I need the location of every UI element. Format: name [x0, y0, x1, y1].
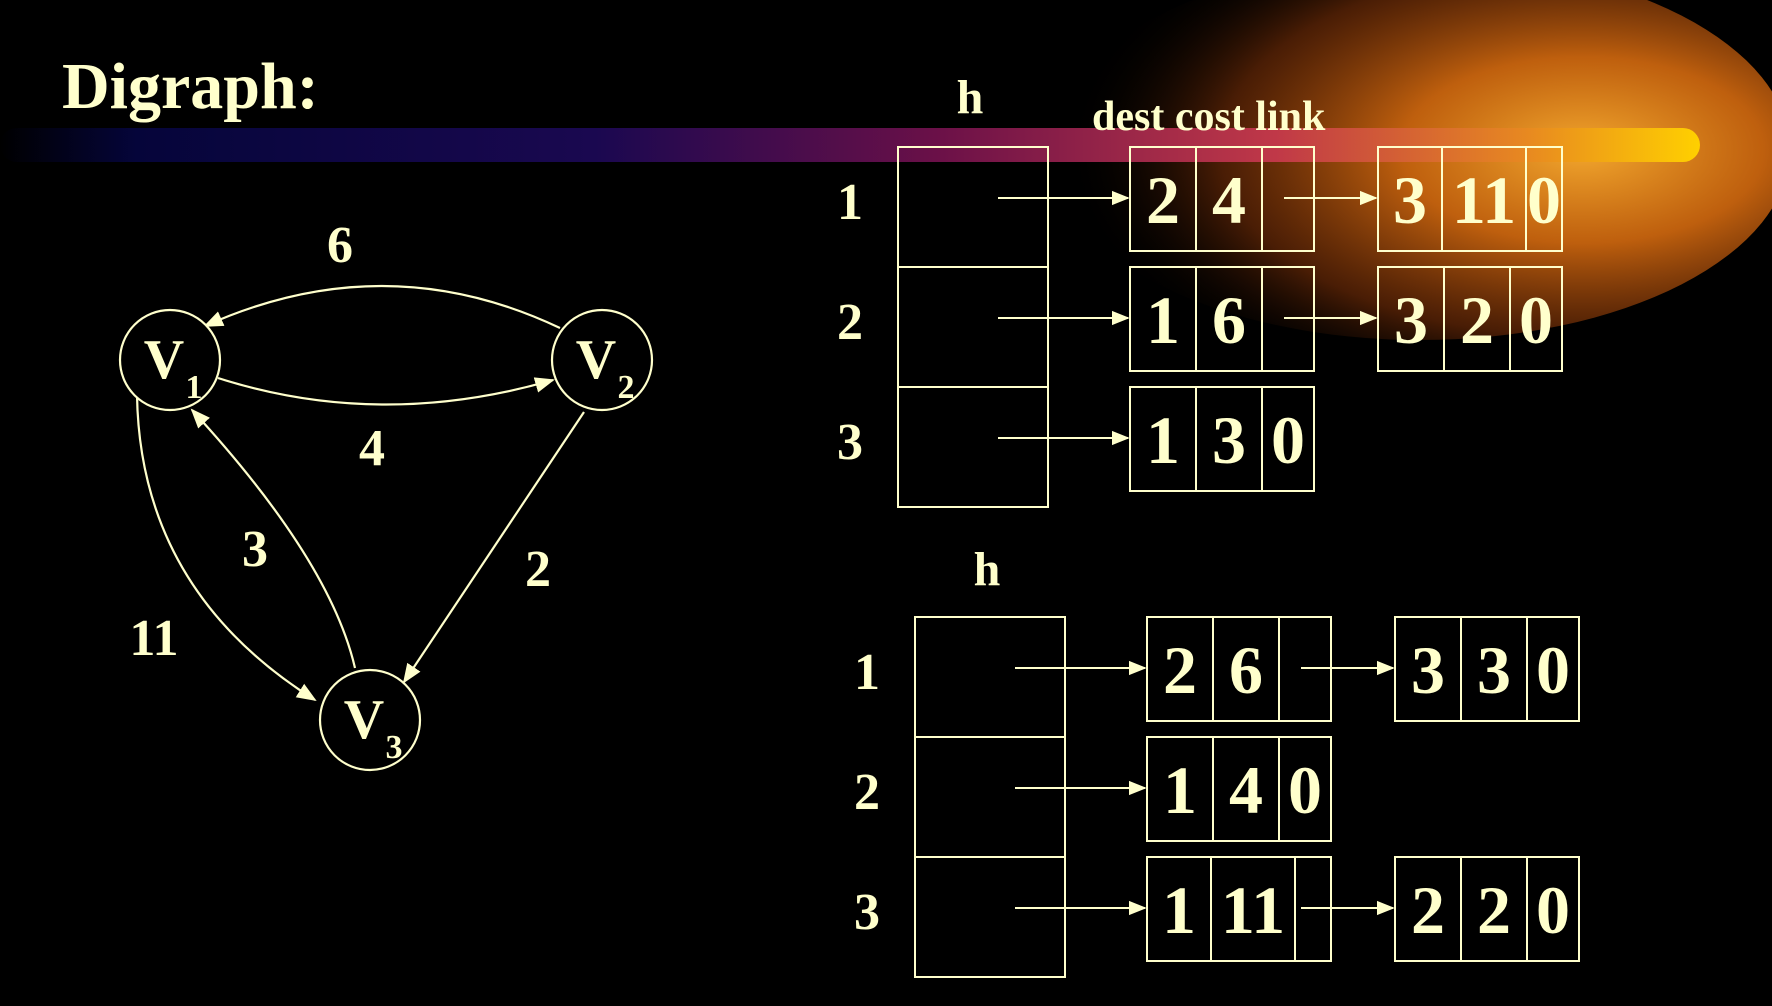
row-index: 2 — [837, 294, 863, 351]
dest-value: 2 — [1411, 872, 1445, 948]
dest-value: 2 — [1163, 632, 1197, 708]
node-circle — [118, 308, 222, 412]
link-cell — [1261, 386, 1315, 492]
edge-v1-v2 — [217, 376, 555, 406]
edge-v2-v3 — [402, 411, 585, 684]
head-cell — [914, 856, 1066, 978]
head-cell — [897, 146, 1049, 268]
node-circle — [550, 308, 654, 412]
node-subscript: 2 — [618, 369, 635, 406]
head-cell — [897, 386, 1049, 508]
head-cell — [914, 616, 1066, 738]
link-value: 0 — [1288, 752, 1322, 828]
node-label: V — [344, 689, 384, 751]
cost-value: 4 — [1212, 162, 1246, 238]
h-label-bottom: h — [974, 543, 1001, 596]
edge-v3-v1 — [190, 408, 357, 669]
link-value: 0 — [1271, 402, 1305, 478]
glow-decoration — [1050, 0, 1772, 340]
dest-value: 1 — [1162, 872, 1196, 948]
dest-value: 1 — [1163, 752, 1197, 828]
cost-value: 11 — [1221, 872, 1285, 948]
edge-v1-v3 — [135, 394, 317, 702]
cost-value: 4 — [1229, 752, 1263, 828]
dest-value: 1 — [1146, 402, 1180, 478]
row-index: 3 — [837, 414, 863, 471]
dest-value: 3 — [1411, 632, 1445, 708]
cost-value: 2 — [1477, 872, 1511, 948]
cost-value: 6 — [1229, 632, 1263, 708]
link-cell — [1525, 146, 1563, 252]
link-value: 0 — [1536, 632, 1570, 708]
node-label: V — [576, 329, 616, 391]
row-index: 3 — [854, 884, 880, 941]
node-subscript: 1 — [186, 369, 203, 406]
cost-value: 6 — [1212, 282, 1246, 358]
link-cell — [1278, 736, 1332, 842]
h-label-top: h — [957, 71, 984, 124]
dest-value: 2 — [1146, 162, 1180, 238]
dest-value: 1 — [1146, 282, 1180, 358]
row-index: 1 — [854, 644, 880, 701]
edge-weight-v2-v1: 6 — [327, 217, 353, 274]
edge-weight-v3-v1: 3 — [242, 521, 268, 578]
banner-stripe — [0, 128, 1700, 162]
edge-weight-v2-v3: 2 — [525, 541, 551, 598]
link-cell — [1526, 616, 1580, 722]
dest-value: 3 — [1394, 282, 1428, 358]
edge-weight-v1-v2: 4 — [359, 420, 385, 477]
link-value: 0 — [1527, 162, 1561, 238]
cost-value: 3 — [1212, 402, 1246, 478]
edge-weight-v1-v3: 11 — [129, 610, 178, 667]
field-names-label: dest cost link — [1092, 94, 1326, 140]
cost-value: 3 — [1477, 632, 1511, 708]
row-index: 1 — [837, 174, 863, 231]
row-index: 2 — [854, 764, 880, 821]
edge-v2-v1 — [203, 284, 561, 329]
link-value: 0 — [1536, 872, 1570, 948]
node-label: V — [144, 329, 184, 391]
node-circle — [318, 668, 422, 772]
head-cell — [914, 736, 1066, 858]
cost-value: 11 — [1452, 162, 1516, 238]
link-cell — [1509, 266, 1563, 372]
slide-title: Digraph: — [62, 50, 319, 123]
head-cell — [897, 266, 1049, 388]
node-subscript: 3 — [386, 729, 403, 766]
dest-value: 3 — [1393, 162, 1427, 238]
link-cell — [1526, 856, 1580, 962]
cost-value: 2 — [1460, 282, 1494, 358]
link-value: 0 — [1519, 282, 1553, 358]
